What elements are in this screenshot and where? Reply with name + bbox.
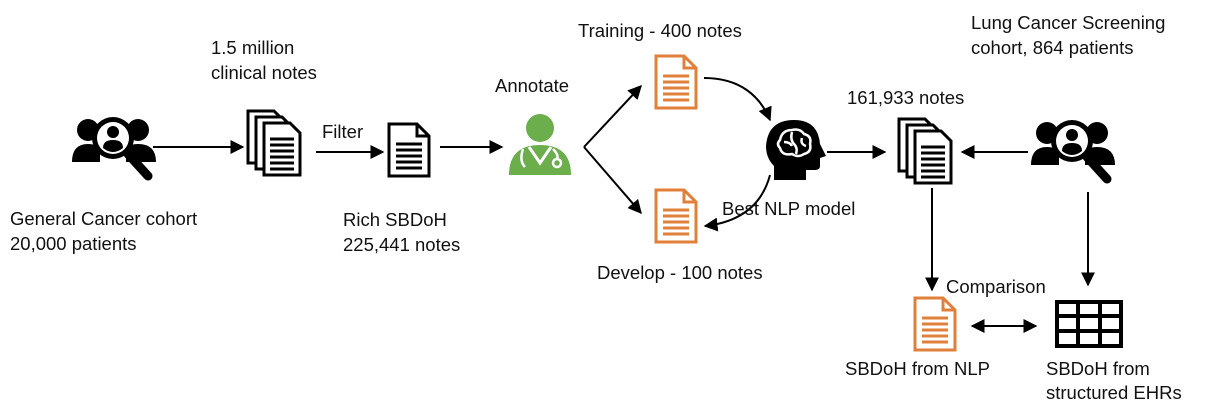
arrow-training-to-model xyxy=(703,77,772,122)
brain-head-icon xyxy=(766,120,826,180)
document-orange-icon xyxy=(654,188,698,244)
clinical-notes-label-line1: 1.5 million xyxy=(211,37,295,58)
sbdoh-structured-label-line1: SBDoH from xyxy=(1046,358,1150,379)
comparison-label: Comparison xyxy=(946,276,1046,297)
screening-cohort-label-line1: Lung Cancer Screening xyxy=(971,12,1166,33)
filter-label: Filter xyxy=(322,121,364,142)
document-icon xyxy=(387,122,431,178)
people-search-icon xyxy=(1031,120,1115,184)
arrow-annotate-to-training xyxy=(583,84,642,148)
develop-label: Develop - 100 notes xyxy=(597,262,763,283)
doctor-icon xyxy=(509,114,571,175)
nlp-model-label: Best NLP model xyxy=(722,198,856,219)
general-cohort-label-line1: General Cancer cohort xyxy=(10,208,198,229)
sbdoh-nlp-label: SBDoH from NLP xyxy=(845,358,990,379)
document-orange-icon xyxy=(654,54,698,110)
rich-notes-label-line1: Rich SBDoH xyxy=(343,209,447,230)
clinical-notes-label-line2: clinical notes xyxy=(211,62,317,83)
sbdoh-structured-label-line2: structured EHRs xyxy=(1046,382,1182,403)
document-orange-icon xyxy=(913,296,957,352)
people-search-icon xyxy=(72,117,156,181)
general-cohort-label-line2: 20,000 patients xyxy=(10,233,137,254)
training-label: Training - 400 notes xyxy=(578,20,742,41)
arrow-annotate-to-develop xyxy=(583,146,642,215)
arrow-model-to-develop xyxy=(703,174,771,232)
document-stack-icon xyxy=(246,109,302,177)
annotate-label: Annotate xyxy=(495,75,570,96)
screening-notes-label: 161,933 notes xyxy=(847,87,965,108)
rich-notes-label-line2: 225,441 notes xyxy=(343,234,461,255)
screening-cohort-label-line2: cohort, 864 patients xyxy=(971,37,1134,58)
document-stack-icon xyxy=(897,117,953,185)
table-grid-icon xyxy=(1055,300,1123,348)
